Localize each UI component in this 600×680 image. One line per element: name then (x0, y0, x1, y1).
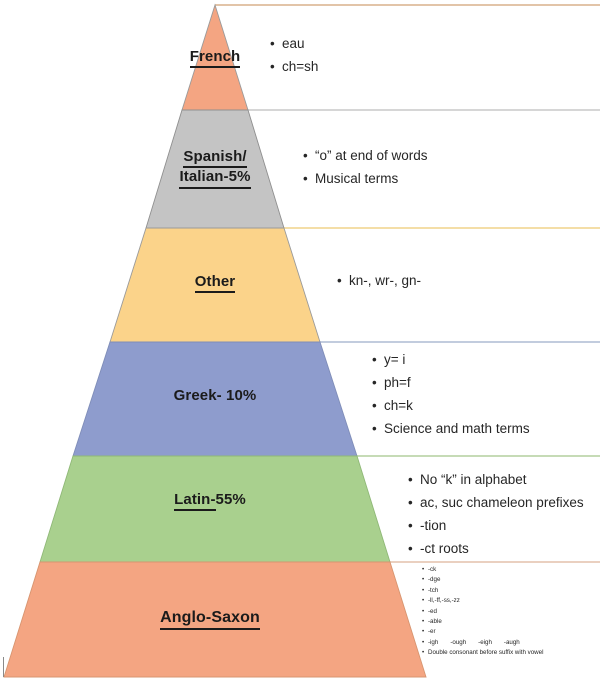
note-item: -ct roots (408, 541, 584, 556)
notes-greek: y= i ph=f ch=k Science and math terms (372, 352, 530, 444)
note-item: -tion (408, 518, 584, 533)
note-item: ch=k (372, 398, 530, 413)
note-part: -ough (450, 638, 467, 646)
note-item: Musical terms (303, 171, 428, 186)
tier-shape-other[interactable] (109, 227, 321, 343)
note-part: -eigh (478, 638, 492, 646)
note-item: -ck (422, 566, 543, 573)
note-item: -tch (422, 587, 543, 594)
note-item: -er (422, 629, 543, 636)
notes-anglo-saxon: -ck -dge -tch -ll,-ff,-ss,-zz -ed -able … (422, 566, 543, 661)
note-item: ph=f (372, 375, 530, 390)
note-item: -dge (422, 577, 543, 584)
note-item-multi: -igh -ough -eigh -augh (422, 638, 543, 646)
note-item: No “k” in alphabet (408, 472, 584, 487)
note-item: Double consonant before suffix with vowe… (422, 649, 543, 656)
note-part: -augh (503, 638, 520, 646)
note-item: Science and math terms (372, 421, 530, 436)
note-item: eau (270, 36, 318, 51)
notes-other: kn-, wr-, gn- (337, 273, 421, 288)
note-item: kn-, wr-, gn- (337, 273, 421, 288)
tier-shape-french[interactable] (181, 3, 249, 111)
tier-shape-spanish-italian[interactable] (145, 109, 285, 229)
note-item: ch=sh (270, 59, 318, 74)
note-item: -ll,-ff,-ss,-zz (422, 597, 543, 604)
notes-spanish-italian: “o” at end of words Musical terms (303, 148, 428, 194)
note-item: y= i (372, 352, 530, 367)
tier-shape-anglo-saxon[interactable] (3, 561, 427, 678)
note-item: -able (422, 618, 543, 625)
note-item: “o” at end of words (303, 148, 428, 163)
left-edge-tick-mark (3, 657, 4, 677)
note-part: -igh (428, 638, 439, 646)
notes-french: eau ch=sh (270, 36, 318, 82)
note-item: ac, suc chameleon prefixes (408, 495, 584, 510)
notes-latin: No “k” in alphabet ac, suc chameleon pre… (408, 472, 584, 564)
note-item: -ed (422, 608, 543, 615)
tier-shape-greek[interactable] (72, 341, 358, 457)
tier-shape-latin[interactable] (39, 455, 391, 563)
